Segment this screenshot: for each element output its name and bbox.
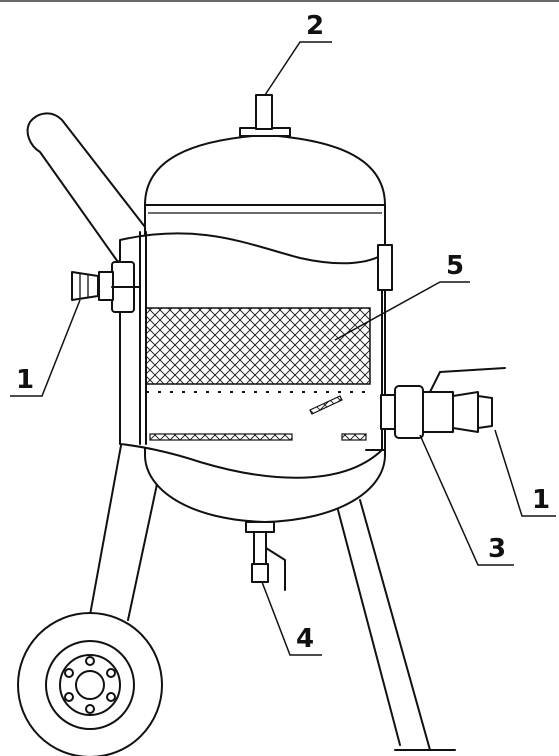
leader-2 [264, 41, 332, 96]
callout-4: 4 [296, 624, 314, 654]
filter-screen [145, 307, 371, 385]
callout-2: 2 [306, 11, 324, 41]
leader-1-right [494, 429, 556, 517]
wheel [17, 612, 163, 756]
right-outlet-valve [365, 367, 506, 451]
right-leg [337, 499, 456, 751]
leader-4 [261, 581, 322, 656]
bottom-drain-valve [245, 521, 286, 591]
shelf-end [341, 433, 367, 441]
callout-1-left: 1 [16, 365, 34, 395]
left-coupling-valve [71, 261, 141, 313]
cutaway-section [119, 231, 383, 479]
leader-1-left [10, 299, 81, 397]
callout-3: 3 [488, 534, 506, 564]
leader-3 [419, 434, 514, 566]
left-leg [89, 439, 161, 621]
top-inlet-nozzle [239, 94, 291, 137]
callout-5: 5 [446, 251, 464, 281]
leader-5 [334, 281, 470, 341]
bottom-shelf [149, 433, 293, 441]
deflector-plate [309, 395, 343, 415]
sight-glass [377, 244, 393, 291]
callout-1-right: 1 [532, 485, 550, 515]
